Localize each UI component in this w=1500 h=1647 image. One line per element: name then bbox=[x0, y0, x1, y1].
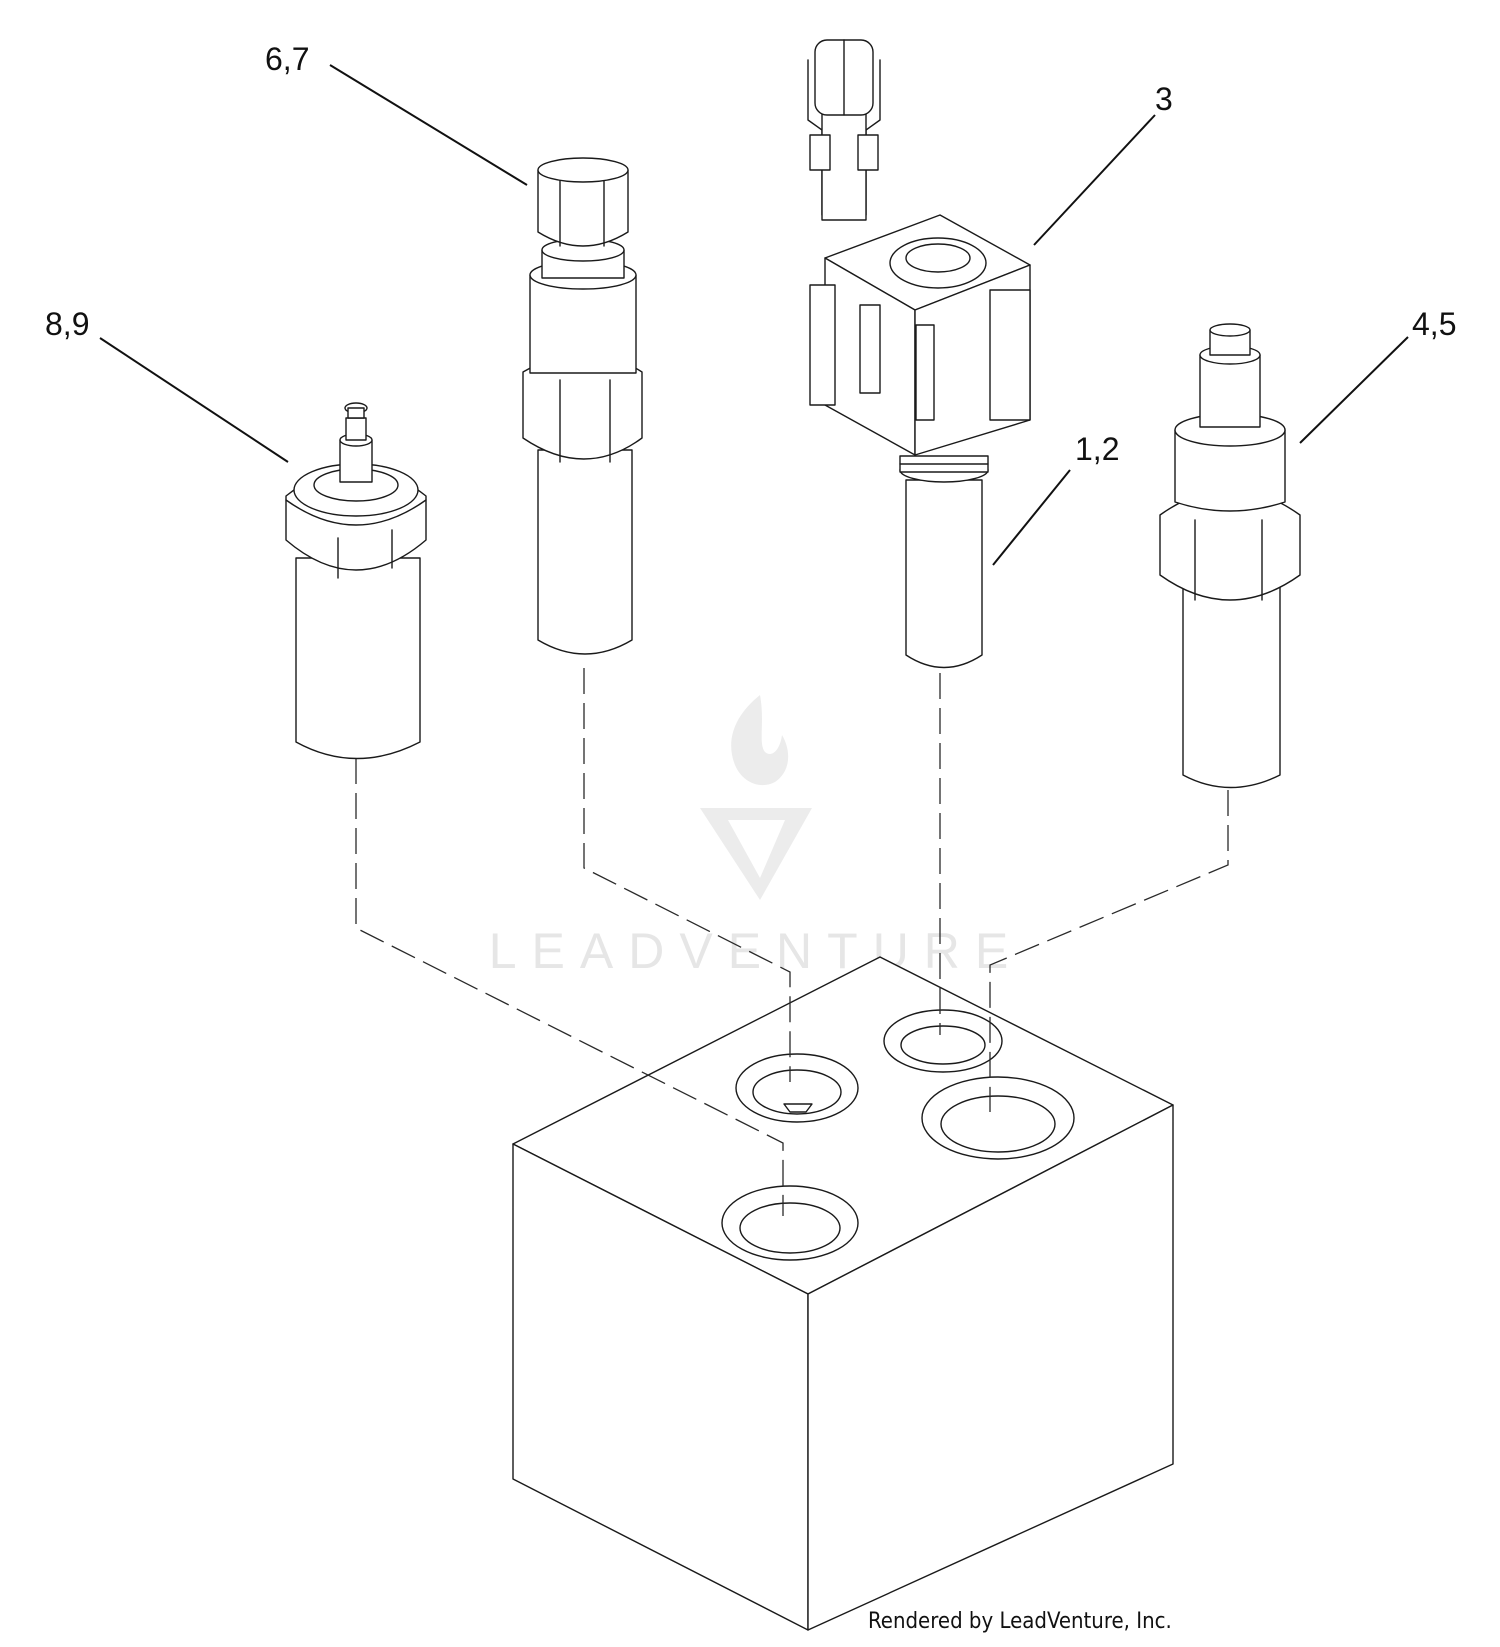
part-4-5-switch bbox=[1159, 323, 1301, 789]
callout-1-2: 1,2 bbox=[1075, 431, 1119, 467]
callout-6-7: 6,7 bbox=[265, 41, 309, 77]
assembly-lines bbox=[355, 668, 1229, 1216]
watermark-v-icon bbox=[700, 808, 812, 900]
port-right bbox=[921, 1076, 1075, 1160]
manifold-block bbox=[512, 956, 1174, 1631]
part-6-7-valve bbox=[522, 157, 643, 655]
watermark-flame-icon bbox=[731, 695, 789, 786]
watermark: LEADVENTURE bbox=[489, 695, 1024, 979]
part-1-2-cartridge bbox=[899, 455, 989, 669]
part-3-solenoid-coil bbox=[807, 39, 1031, 456]
watermark-text: LEADVENTURE bbox=[489, 923, 1024, 979]
part-8-9-sender bbox=[285, 402, 427, 760]
callout-4-5: 4,5 bbox=[1412, 306, 1456, 342]
callout-8-9: 8,9 bbox=[45, 306, 89, 342]
port-front bbox=[721, 1185, 859, 1261]
port-middle bbox=[735, 1053, 859, 1123]
leader-lines bbox=[99, 64, 1409, 566]
callout-3: 3 bbox=[1155, 81, 1173, 117]
port-back bbox=[883, 1009, 1003, 1073]
render-credit: Rendered by LeadVenture, Inc. bbox=[868, 1609, 1172, 1634]
